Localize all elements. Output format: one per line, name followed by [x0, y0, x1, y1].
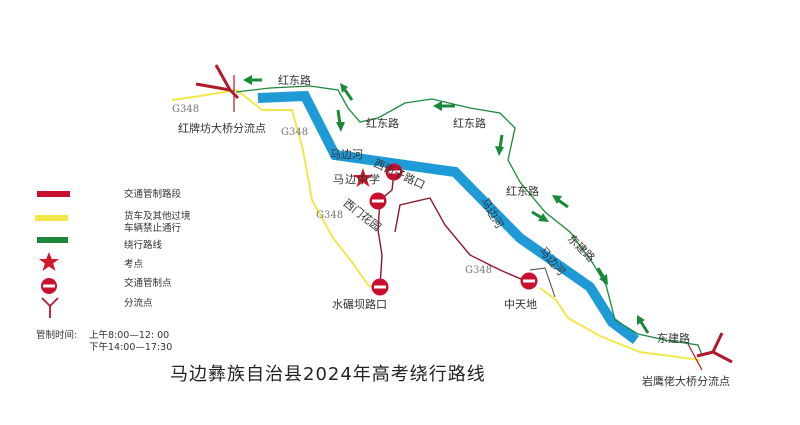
legend-split-icon — [41, 297, 59, 318]
road-label-hongdong-2: 红东路 — [366, 117, 399, 130]
split-point-hongpaifang — [195, 64, 240, 112]
arrow-icon — [531, 210, 549, 222]
control-time-pm: 下午14:00—17:30 — [89, 342, 173, 353]
place-shuinianba: 水碾坝路口 — [332, 298, 387, 311]
split-point-yanyinglao — [687, 332, 733, 371]
arrow-icon — [495, 134, 504, 156]
legend-label-detour: 绕行路线 — [124, 240, 163, 251]
map-title: 马边彝族自治县2024年高考绕行路线 — [170, 364, 486, 385]
legend-label-control-road: 交通管制路段 — [124, 189, 182, 200]
road-label-hongdong-4: 红东路 — [506, 185, 539, 198]
legend-label-control-point: 交通管制点 — [124, 278, 172, 289]
legend-label-exam-site: 考点 — [124, 259, 144, 270]
control-time-label: 管制时间: — [36, 330, 78, 341]
road-label-hongdong-1: 红东路 — [278, 74, 311, 87]
arrow-icon — [243, 75, 262, 85]
arrow-icon — [340, 83, 354, 101]
legend-star-icon — [39, 252, 59, 271]
arrow-icon — [336, 109, 345, 132]
road-label-hongdong-3: 红东路 — [453, 117, 486, 130]
control-road-school — [377, 171, 395, 288]
legend-label-restricted-2: 车辆禁止通行 — [124, 223, 182, 234]
legend-green-line-icon — [37, 237, 68, 243]
arrow-icon — [433, 101, 455, 111]
restricted-road-g348-west — [171, 88, 381, 291]
legend-yellow-line-icon — [35, 215, 68, 221]
river-label-1: 马边河 — [330, 148, 363, 161]
control-point-zhongtiandi — [520, 272, 538, 290]
control-point-shuinianba — [371, 278, 389, 296]
detour-arrows — [243, 75, 650, 334]
legend-no-entry-icon — [41, 278, 57, 294]
control-point-xijiezi — [385, 163, 403, 181]
detour-route — [235, 85, 703, 356]
legend-red-line-icon — [37, 191, 70, 197]
road-label-g348-4: G348 — [465, 265, 493, 276]
local-road — [529, 267, 556, 298]
control-road-zhongtiandi — [394, 197, 529, 283]
legend-label-restricted-1: 货车及其他过境 — [124, 211, 191, 222]
mabian-river — [257, 90, 639, 344]
legend-label-split-point: 分流点 — [124, 298, 153, 309]
place-hongpaifang: 红牌坊大桥分流点 — [178, 122, 266, 135]
arrow-icon — [637, 315, 650, 334]
road-label-g348-2: G348 — [281, 127, 309, 138]
place-zhongtiandi: 中天地 — [504, 298, 537, 311]
road-label-dongjian-2: 东建路 — [657, 332, 690, 345]
control-point-ximen — [369, 192, 387, 210]
exam-site-star-icon — [353, 168, 373, 187]
arrow-icon — [552, 195, 569, 209]
restricted-road-g348-east — [539, 287, 701, 361]
control-time-am: 上午8:00—12: 00 — [89, 330, 170, 341]
arrow-icon — [596, 267, 608, 285]
place-mabian-school: 马边中学 — [333, 173, 381, 186]
place-yanyinglao: 岩鹰佬大桥分流点 — [642, 375, 730, 388]
road-label-g348-3: G348 — [316, 210, 344, 221]
road-label-g348-1: G348 — [172, 104, 200, 115]
